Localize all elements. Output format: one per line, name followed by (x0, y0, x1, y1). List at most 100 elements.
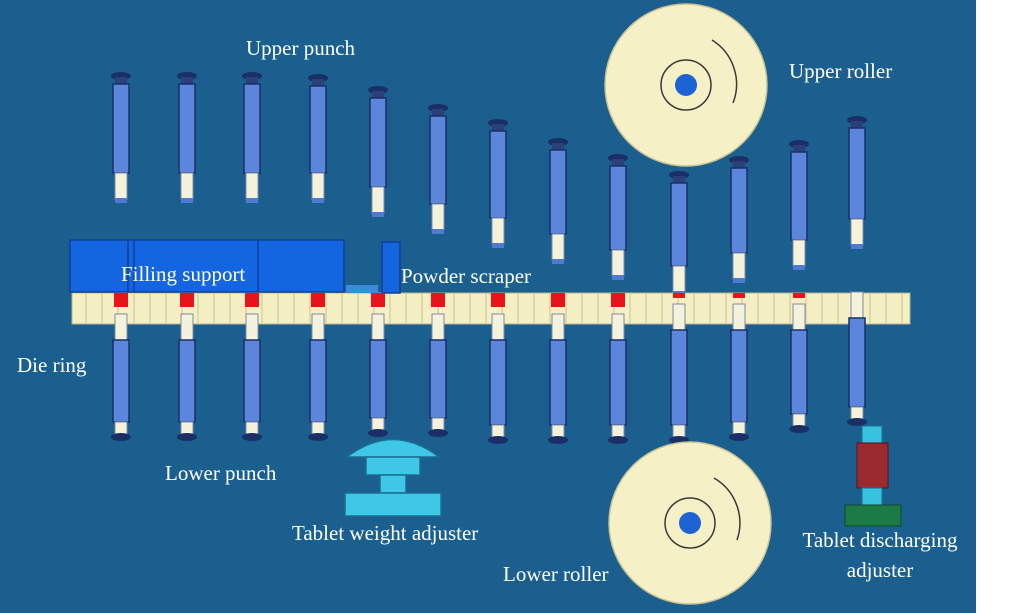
weight-adjuster-stem (379, 474, 407, 494)
lower-punch-head (308, 433, 328, 441)
upper-punch-neck (312, 79, 324, 86)
upper-punch-neck (793, 145, 805, 152)
die-powder-fill (245, 293, 259, 307)
upper-punch-end (372, 212, 384, 217)
die-powder-fill (491, 293, 505, 307)
lower-punch-barrel (112, 339, 130, 423)
label-tablet-discharging-line2: adjuster (846, 558, 914, 582)
lower-punch-stem (551, 424, 565, 438)
filling-support-ledge (346, 285, 378, 293)
label-tablet-discharging-adjuster: Tablet discharging adjuster (786, 528, 974, 582)
upper-punch-end (181, 198, 193, 203)
lower-punch-tip (491, 313, 505, 341)
lower-punch-head (729, 433, 749, 441)
lower-punch-stem (611, 424, 625, 438)
upper-punch (242, 72, 262, 203)
discharge-adjuster-cap (861, 425, 883, 444)
lower-punch-stem (672, 424, 686, 438)
upper-punch-neck (612, 159, 624, 166)
lower-punch-stem (114, 421, 128, 435)
lower-punch-head (548, 436, 568, 444)
filling-support-body (69, 239, 345, 293)
lower-punch-barrel (670, 329, 688, 426)
upper-roller (604, 3, 768, 167)
upper-punch-end (733, 278, 745, 283)
upper-punch (488, 119, 508, 248)
lower-punch-head (847, 418, 867, 426)
lower-roller-hub (679, 512, 701, 534)
lower-punch-tip (180, 313, 194, 341)
lower-punch-stem (245, 421, 259, 435)
die-powder-fill (673, 293, 685, 298)
upper-punch-tip (311, 172, 325, 200)
lower-punch (308, 313, 328, 441)
upper-punch (308, 74, 328, 203)
upper-punch-barrel (848, 127, 866, 220)
upper-punch-neck (181, 77, 193, 84)
die-powder-fill (551, 293, 565, 307)
die-powder-fill (311, 293, 325, 307)
upper-punch-barrel (730, 167, 748, 254)
die-powder-fill (114, 293, 128, 307)
lower-punch (729, 303, 749, 441)
upper-punch-tip (792, 239, 806, 267)
lower-punch-barrel (178, 339, 196, 423)
weight-adjuster-cam (344, 438, 442, 458)
lower-punch-barrel (243, 339, 261, 423)
lower-punch-barrel (549, 339, 567, 426)
upper-punch-tip (732, 252, 746, 280)
upper-punch-barrel (670, 182, 688, 267)
lower-punch-tip (611, 313, 625, 341)
upper-punch (111, 72, 131, 203)
discharge-adjuster-base (844, 504, 902, 527)
lower-punch (847, 291, 867, 426)
upper-punch-barrel (489, 130, 507, 219)
upper-punch (368, 86, 388, 217)
upper-roller-ring (660, 59, 712, 111)
lower-punch-head (789, 425, 809, 433)
tablet-discharging-adjuster (844, 425, 902, 527)
upper-punch-end (492, 243, 504, 248)
lower-punch-tip (114, 313, 128, 341)
upper-punch (789, 140, 809, 270)
label-tablet-discharging-line1: Tablet discharging (802, 528, 958, 552)
upper-punch-tip (371, 186, 385, 214)
upper-punch-tip (672, 265, 686, 293)
upper-punch-neck (733, 161, 745, 168)
lower-punch (368, 313, 388, 437)
upper-punch-neck (673, 176, 685, 183)
upper-punch-barrel (609, 165, 627, 251)
tablet-weight-adjuster (344, 438, 442, 517)
lower-punch-barrel (848, 317, 866, 408)
upper-punch (847, 116, 867, 249)
die-powder-fill (793, 293, 805, 298)
lower-punch-stem (180, 421, 194, 435)
weight-adjuster-base (344, 492, 442, 517)
lower-punch-head (111, 433, 131, 441)
lower-punch-stem (850, 406, 864, 420)
lower-punch-stem (732, 421, 746, 435)
upper-punch-neck (552, 143, 564, 150)
lower-punch-head (242, 433, 262, 441)
label-lower-punch: Lower punch (165, 461, 277, 485)
upper-punch-neck (851, 121, 863, 128)
lower-punch-stem (371, 417, 385, 431)
upper-punch-barrel (243, 83, 261, 174)
lower-punch-tip (792, 303, 806, 331)
lower-punch (428, 313, 448, 437)
lower-punch-head (177, 433, 197, 441)
upper-punch-tip (180, 172, 194, 200)
discharge-adjuster-stem (861, 487, 883, 506)
upper-punch (669, 171, 689, 296)
lower-punch-tip (850, 291, 864, 319)
die-powder-fill (371, 293, 385, 307)
upper-punch-end (793, 265, 805, 270)
label-tablet-weight-adjuster: Tablet weight adjuster (292, 521, 479, 545)
lower-punch-barrel (429, 339, 447, 419)
powder-scraper (381, 241, 401, 294)
lower-punch (111, 313, 131, 441)
lower-punch-barrel (790, 329, 808, 415)
lower-punch-head (608, 436, 628, 444)
lower-punch-tip (732, 303, 746, 331)
lower-punch-tip (551, 313, 565, 341)
